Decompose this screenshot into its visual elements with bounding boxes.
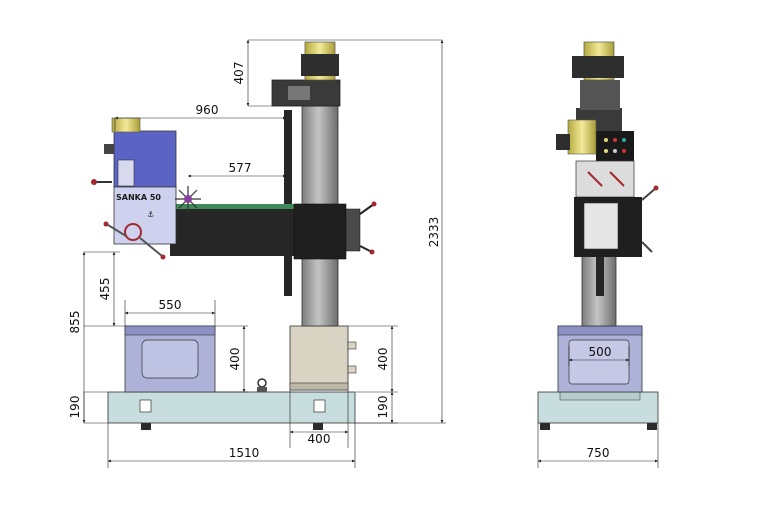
dimension-lines: 407 960 577 2333 855 190 455 550 (68, 39, 659, 468)
dim-table-top-height: 855 (68, 311, 82, 334)
leveling-foot-icon (141, 423, 151, 430)
brand-label: SANKA 50 (116, 193, 161, 202)
dim-side-table-width: 500 (589, 345, 612, 359)
arm-sleeve (293, 203, 347, 260)
dim-table-length: 550 (159, 298, 182, 312)
leveling-foot-icon (313, 423, 323, 430)
dim-table-height: 400 (228, 348, 242, 371)
dim-column-box-height: 400 (376, 348, 390, 371)
elevation-screw (284, 110, 292, 296)
dim-head-to-top: 407 (232, 62, 246, 85)
dim-overall-height: 2333 (427, 217, 441, 248)
feed-handwheel (124, 223, 142, 241)
table-face-recess (141, 339, 199, 379)
dim-base-height-left: 190 (68, 396, 82, 419)
dim-column-box-width: 400 (308, 432, 331, 446)
dim-side-base-width: 750 (587, 446, 610, 460)
leveling-foot-icon (540, 423, 550, 430)
dim-arm-reach-max: 960 (196, 103, 219, 117)
svg-text:⚓: ⚓ (147, 210, 154, 219)
base-slot-left (139, 399, 152, 413)
leveling-foot-icon (647, 423, 657, 430)
dim-base-length: 1510 (229, 446, 260, 460)
front-view: SANKA 50 ⚓ (91, 41, 377, 430)
radial-arm (170, 204, 295, 256)
dim-base-height-right: 190 (376, 396, 390, 419)
drill-head-top (113, 130, 177, 188)
base-slot-right (313, 399, 326, 413)
side-control-panel (596, 131, 634, 161)
side-view (537, 41, 659, 430)
side-head-housing (575, 160, 635, 198)
dim-arm-reach-min: 577 (229, 161, 252, 175)
column-box (289, 325, 349, 391)
head-motor (111, 117, 141, 133)
dim-spindle-to-table: 455 (98, 278, 112, 301)
side-head-motor (567, 119, 597, 155)
lifting-eye-icon (257, 378, 267, 388)
